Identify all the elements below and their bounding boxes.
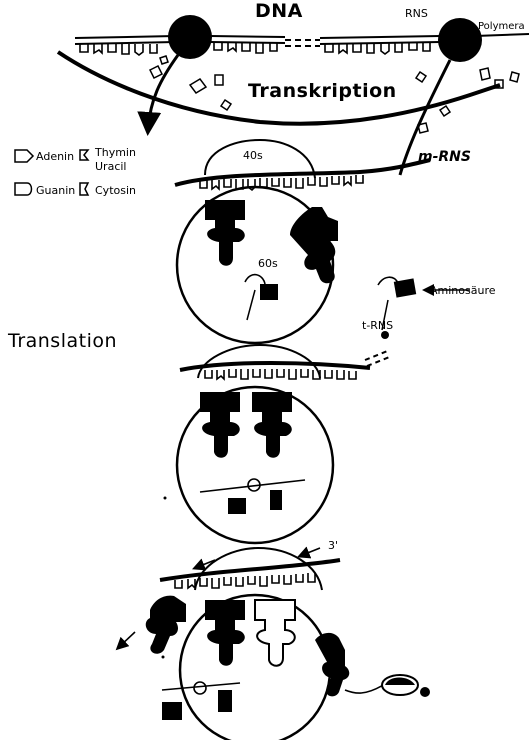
thymin-icon [80, 150, 88, 160]
legend-adenin: Adenin [36, 150, 74, 163]
legend-guanin: Guanin [36, 184, 75, 197]
legend-uracil: Uracil [95, 160, 126, 173]
translation-label: Translation [8, 332, 117, 351]
rns-polymerase-right [438, 18, 482, 62]
ribosome-initial [175, 140, 470, 366]
aminoacid-label: Aminosäure [430, 285, 496, 296]
three-prime-label: 3' [328, 540, 338, 551]
trns-label: t-RNS [362, 320, 393, 331]
adenin-icon [15, 150, 33, 162]
rns-label: RNS [405, 8, 428, 19]
legend-cytosin: Cytosin [95, 184, 136, 197]
rns-polymerase-left [168, 15, 212, 59]
dna-label: DNA [255, 2, 303, 21]
mrns-label: m-RNS [418, 150, 471, 164]
ribosome-60s-label: 60s [258, 258, 278, 269]
ribosome-elongation [177, 345, 370, 543]
legend-thymin: Thymin [95, 146, 136, 159]
ribosome-40s-label: 40s [243, 150, 263, 161]
transcription-label: Transkription [248, 82, 397, 101]
polymerase-label: Polymera [478, 22, 525, 32]
ribosome-translocation [118, 497, 430, 740]
cytosin-icon [80, 183, 88, 195]
guanin-icon [15, 183, 32, 195]
